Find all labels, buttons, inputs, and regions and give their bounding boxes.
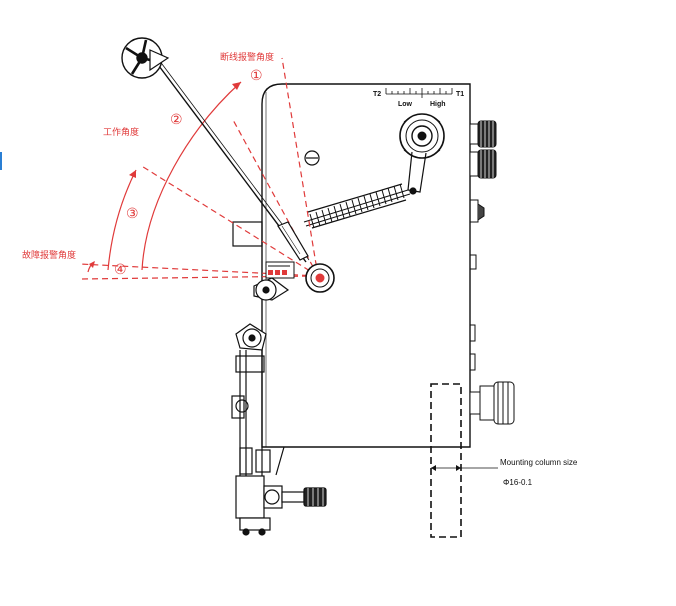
working-angle-label: 工作角度 <box>103 126 139 138</box>
angle-marker-3: ③ <box>126 205 139 221</box>
mounting-column <box>430 383 498 538</box>
side-switch <box>469 199 485 223</box>
tension-scale <box>385 88 453 98</box>
arc-arrowheads <box>89 82 241 268</box>
left-edge-marker <box>0 152 2 170</box>
left-guide-wheel-lower <box>235 323 267 351</box>
plate-screw <box>304 150 320 166</box>
scale-t2-label: T2 <box>373 91 381 98</box>
second-adjust-knob <box>469 149 497 179</box>
arm-guide-wheel <box>121 37 170 79</box>
mounting-clamp-knob <box>469 381 515 425</box>
nameplate <box>265 261 295 279</box>
angle-marker-1: ① <box>250 67 263 83</box>
scale-high-label: High <box>430 101 446 108</box>
bottom-clamp <box>235 446 327 536</box>
scale-low-label: Low <box>398 101 413 108</box>
alarm-angle-lines <box>79 57 319 280</box>
mounting-column-title: Mounting column size <box>500 458 578 467</box>
left-bracket <box>232 221 263 247</box>
left-guide-wheel-upper <box>253 277 290 301</box>
side-fittings <box>469 254 477 371</box>
tension-spring <box>303 183 411 229</box>
mounting-column-size: Φ16-0.1 <box>503 478 533 487</box>
main-pivot-pulley <box>305 263 335 293</box>
angle-marker-4: ④ <box>114 261 127 277</box>
angle-arcs <box>87 81 242 273</box>
scale-t1-label: T1 <box>456 91 464 98</box>
top-pulley <box>399 113 445 159</box>
pulley-arm <box>407 151 427 195</box>
angle-marker-2: ② <box>170 111 183 127</box>
top-adjust-knob <box>469 120 497 148</box>
fault-alarm-angle-label: 故障报警角度 <box>22 249 76 261</box>
break-alarm-angle-label: 断线报警角度 <box>220 51 274 63</box>
swing-arm <box>152 55 310 263</box>
